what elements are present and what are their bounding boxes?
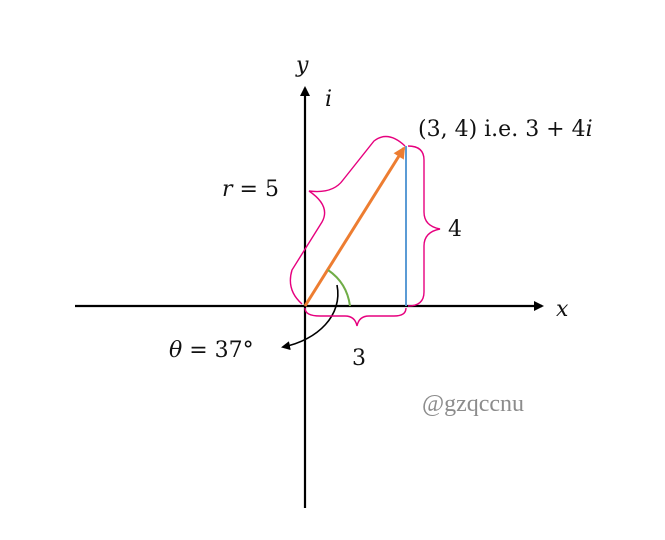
point-label: (3, 4) i.e. 3 + 4i (418, 117, 593, 142)
x-axis-label: x (556, 297, 569, 322)
imaginary-unit-label: i (325, 87, 332, 112)
radius-variable: r (222, 177, 234, 202)
theta-label: θ = 37° (169, 338, 254, 363)
complex-imag-unit: i (586, 117, 593, 142)
horizontal-brace (304, 307, 407, 327)
radius-brace (289, 135, 406, 305)
horizontal-length-label: 3 (352, 346, 366, 371)
complex-real-part: 3 + 4 (525, 117, 585, 142)
theta-pointer-arrow (281, 284, 339, 351)
y-axis-label: y (295, 53, 309, 78)
vertical-length-label: 4 (448, 217, 462, 242)
theta-value: = 37° (182, 338, 253, 363)
radius-label: r = 5 (222, 177, 279, 202)
point-ie: i.e. (477, 117, 525, 142)
point-coords: (3, 4) (418, 117, 477, 142)
vertical-brace (407, 145, 441, 307)
watermark: @gzqccnu (422, 391, 524, 417)
angle-arc (327, 269, 351, 307)
theta-variable: θ (169, 338, 182, 363)
radius-value: = 5 (233, 177, 279, 202)
vector-arrow (303, 146, 406, 307)
